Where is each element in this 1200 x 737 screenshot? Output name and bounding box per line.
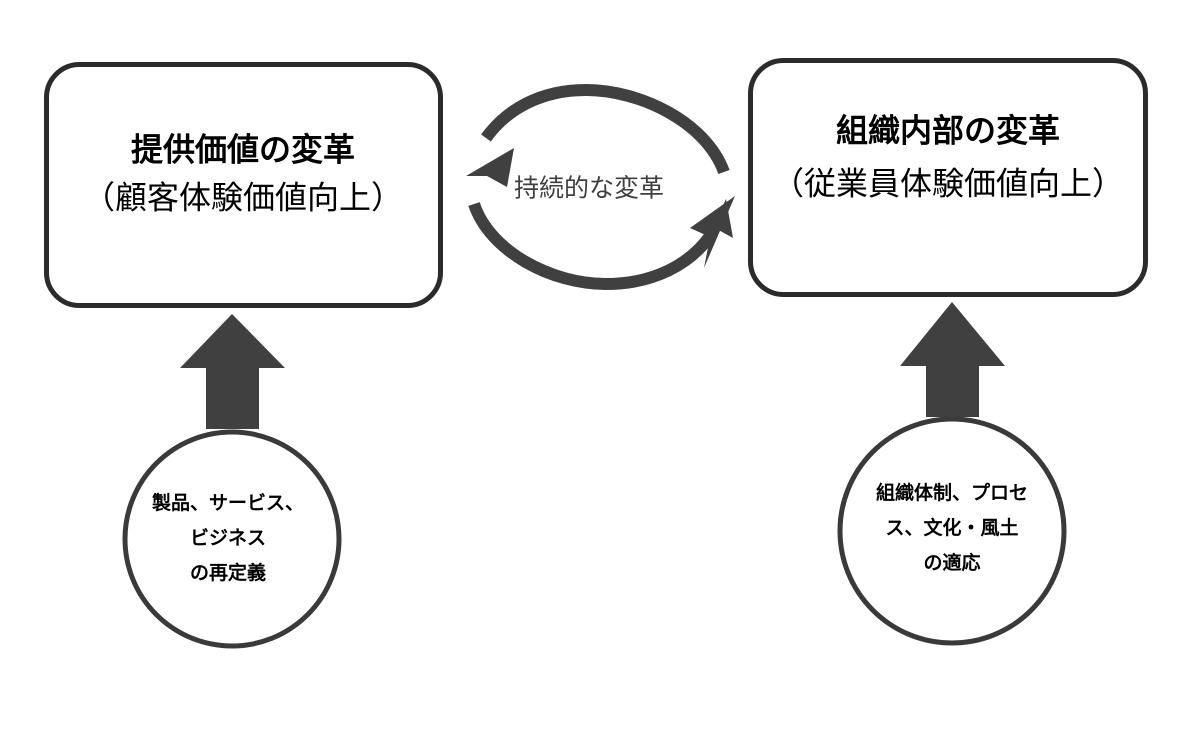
left-circle-line-3: の再定義 (190, 561, 266, 584)
left-box-subtitle: （顧客体験価値向上） (83, 179, 403, 215)
right-circle-group[interactable]: 組織体制、プロセ ス、文化・風土 の適応 (837, 416, 1067, 646)
left-circle-line-1: 製品、サービス、 (151, 492, 304, 514)
left-box-title: 提供価値の変革 (131, 131, 355, 167)
right-box-shape[interactable] (748, 58, 1148, 297)
right-block-arrow-up (900, 302, 1005, 417)
right-box-title: 組織内部の変革 (836, 112, 1060, 148)
right-circle-shape[interactable] (837, 416, 1067, 646)
cycle-arrow-bottom-left-to-right (468, 196, 735, 291)
left-circle-group[interactable]: 製品、サービス、 ビジネス の再定義 (122, 429, 342, 649)
left-block-arrow-up (180, 314, 285, 429)
right-box-subtitle: （従業員体験価値向上） (772, 165, 1124, 201)
right-box-group[interactable]: 組織内部の変革 （従業員体験価値向上） (748, 58, 1148, 297)
left-box-shape[interactable] (44, 62, 443, 308)
cycle-label: 持続的な変革 (514, 175, 664, 203)
right-circle-line-3: の適応 (923, 551, 980, 574)
left-circle-line-2: ビジネス (190, 527, 266, 549)
right-circle-line-2: ス、文化・風土 (885, 516, 1018, 539)
left-box-group[interactable]: 提供価値の変革 （顧客体験価値向上） (44, 62, 443, 308)
right-circle-line-1: 組織体制、プロセ (876, 481, 1028, 504)
cycle-arrow-top-right-to-left (466, 83, 730, 187)
left-circle-shape[interactable] (122, 429, 342, 649)
